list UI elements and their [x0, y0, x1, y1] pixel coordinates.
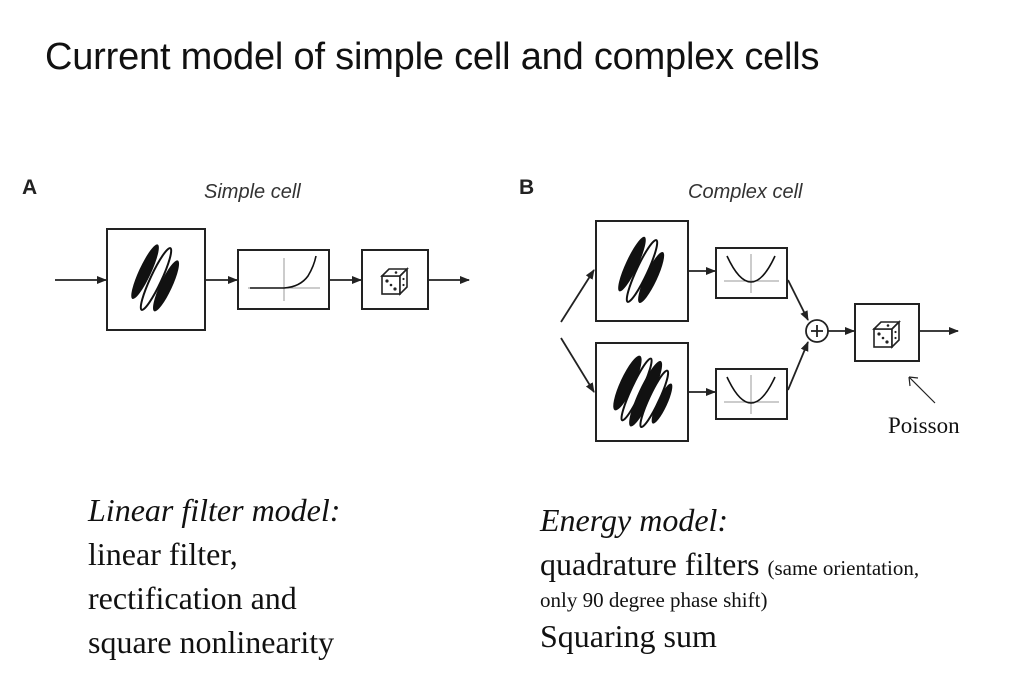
- linear-model-line-1: linear filter,: [88, 536, 238, 572]
- annotation-arrow: [908, 376, 936, 404]
- panel-b-letter: B: [519, 176, 535, 199]
- input-arrow-bottom: [560, 337, 595, 393]
- square-nonlinearity-top-box: [715, 247, 788, 299]
- parabola-icon: [726, 376, 776, 404]
- rectification-box: [237, 249, 330, 310]
- gabor-filter-even-icon: [618, 236, 665, 303]
- arrow: [787, 279, 809, 321]
- plus-circle-icon: [805, 319, 829, 343]
- panel-a-letter: A: [22, 176, 38, 199]
- linear-model-line-3: square nonlinearity: [88, 624, 335, 660]
- slide-title: Current model of simple cell and complex…: [45, 36, 820, 78]
- panel-a-caption: Simple cell: [204, 181, 301, 203]
- gabor-filter-odd-icon: [613, 355, 673, 428]
- arrow: [787, 341, 809, 391]
- energy-model-line-2: only 90 degree phase shift): [540, 588, 768, 612]
- dice-icon: [381, 268, 408, 295]
- energy-model-line-3: Squaring sum: [540, 618, 717, 654]
- rectified-curve-icon: [250, 255, 317, 289]
- parabola-icon: [726, 255, 776, 283]
- quadrature-filter-odd-box: [595, 342, 689, 442]
- poisson-label: Poisson: [888, 413, 960, 438]
- input-arrow-top: [560, 269, 595, 323]
- gabor-filter-icon: [131, 244, 180, 312]
- orientation-note: (same orientation,: [767, 556, 920, 580]
- dice-icon: [873, 321, 900, 348]
- quadrature-filters-text: quadrature filters: [540, 546, 760, 582]
- quadrature-filter-even-box: [595, 220, 689, 322]
- energy-model-line-1: quadrature filters (same orientation,: [540, 542, 919, 590]
- square-nonlinearity-bottom-box: [715, 368, 788, 420]
- energy-model-heading: Energy model:: [540, 502, 729, 538]
- linear-filter-box: [106, 228, 206, 331]
- panel-b-caption: Complex cell: [688, 181, 803, 203]
- linear-model-heading: Linear filter model:: [88, 492, 341, 528]
- linear-model-line-2: rectification and: [88, 580, 297, 616]
- poisson-spike-box: [361, 249, 429, 310]
- poisson-spike-box: [854, 303, 920, 362]
